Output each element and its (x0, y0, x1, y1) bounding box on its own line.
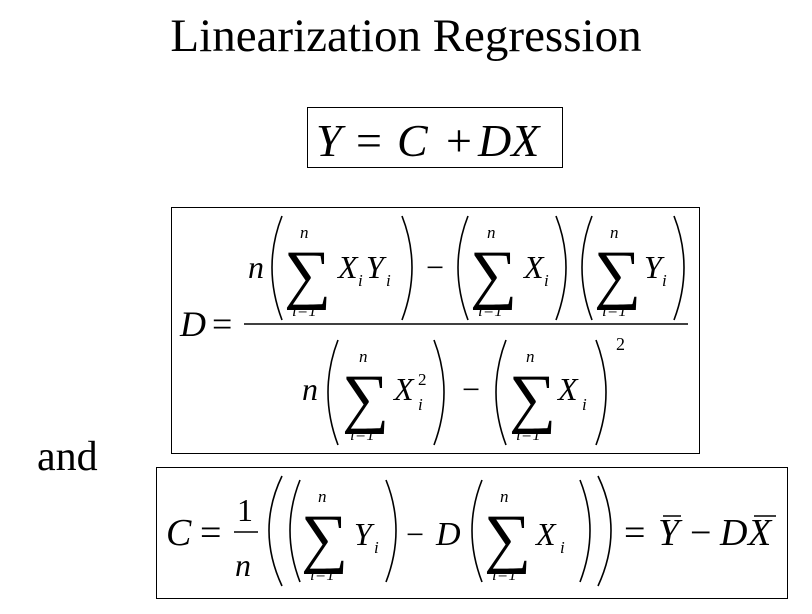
c-sum1-upper: n (318, 487, 327, 506)
d-formula-box (171, 207, 700, 454)
d-num-sum2: ∑ (470, 238, 517, 311)
c-lhs: C (166, 512, 192, 554)
and-label: and (37, 434, 98, 480)
d-den-square: 2 (616, 334, 625, 354)
d-num-paren-open (271, 215, 283, 321)
d-num-paren-open-3 (581, 215, 593, 321)
d-equals: = (212, 304, 232, 344)
c-minus-2: − (690, 512, 711, 554)
c-paren-outer-close (597, 475, 612, 587)
c-paren-outer-open (268, 475, 283, 587)
c-sum2: ∑ (484, 502, 531, 575)
c-equals: = (200, 512, 221, 554)
c-y: Y (354, 516, 375, 552)
d-den-paren-open (327, 339, 339, 446)
c-d: D (435, 516, 461, 553)
c-ybar: Y (658, 512, 683, 554)
d-den-paren-close (433, 339, 445, 446)
c-paren-a-open (289, 479, 301, 583)
c-frac-one: 1 (237, 492, 253, 528)
d-den-n: n (302, 371, 318, 407)
d-num-x1-sub: i (358, 271, 363, 290)
c-paren-b-open (471, 479, 483, 583)
c-d-2: D (719, 512, 747, 554)
c-y-sub: i (374, 538, 379, 557)
model-c: C (397, 115, 429, 166)
d-num-minus: − (426, 249, 444, 285)
c-sum2-lower: i=1 (492, 565, 517, 584)
d-num-sum2-lower: i=1 (478, 301, 503, 320)
d-num-sum2-upper: n (487, 223, 496, 242)
slide-title: Linearization Regression (170, 10, 642, 62)
d-formula: D = n n ∑ i=1 X i Y i − n ∑ i=1 X i n ∑ … (179, 215, 688, 446)
d-num-n: n (248, 249, 264, 285)
c-x: X (534, 516, 557, 552)
model-dx: DX (477, 115, 541, 166)
d-num-sum3-upper: n (610, 223, 619, 242)
d-den-x1-sub: i (418, 395, 423, 414)
c-equals-2: = (624, 512, 645, 554)
c-xbar: X (746, 512, 773, 554)
c-paren-a-close (385, 479, 397, 583)
c-minus: − (406, 516, 424, 552)
d-num-sum1: ∑ (284, 238, 331, 311)
d-den-sum1-upper: n (359, 347, 368, 366)
d-den-x1-sup: 2 (418, 370, 427, 389)
d-num-x2-sub: i (544, 271, 549, 290)
c-formula: C = 1 n n ∑ i=1 Y i − D n ∑ i=1 X i = Y … (166, 475, 776, 587)
d-den-sum1-lower: i=1 (350, 425, 375, 444)
d-num-y1-sub: i (386, 271, 391, 290)
d-lhs: D (179, 304, 206, 344)
model-equation: Y = C + DX (316, 115, 541, 166)
d-den-paren-close-2 (595, 339, 607, 446)
d-num-paren-close (401, 215, 413, 321)
d-den-paren-open-2 (495, 339, 507, 446)
c-sum1: ∑ (301, 502, 348, 575)
model-y: Y (316, 115, 346, 166)
c-x-sub: i (560, 538, 565, 557)
d-num-paren-close-2 (555, 215, 567, 321)
d-num-y3: Y (644, 249, 665, 285)
model-equals: = (356, 115, 382, 166)
d-den-x2: X (556, 371, 579, 407)
d-num-sum3: ∑ (594, 238, 641, 311)
c-frac-n: n (235, 547, 251, 583)
d-den-x2-sub: i (582, 395, 587, 414)
d-num-sum3-lower: i=1 (602, 301, 627, 320)
d-num-y3-sub: i (662, 271, 667, 290)
d-den-minus: − (462, 371, 480, 407)
d-num-y1: Y (366, 249, 387, 285)
d-num-sum1-lower: i=1 (292, 301, 317, 320)
d-den-x1: X (392, 371, 415, 407)
d-num-sum1-upper: n (300, 223, 309, 242)
c-sum2-upper: n (500, 487, 509, 506)
d-den-sum2-lower: i=1 (516, 425, 541, 444)
d-den-sum2: ∑ (509, 362, 556, 435)
d-num-paren-close-3 (673, 215, 685, 321)
d-den-sum2-upper: n (526, 347, 535, 366)
c-sum1-lower: i=1 (310, 565, 335, 584)
d-num-x1: X (336, 249, 359, 285)
model-equation-box (307, 107, 563, 168)
d-num-paren-open-2 (457, 215, 469, 321)
model-plus: + (446, 115, 472, 166)
c-paren-b-close (579, 479, 591, 583)
d-den-sum1: ∑ (342, 362, 389, 435)
d-num-x2: X (522, 249, 545, 285)
